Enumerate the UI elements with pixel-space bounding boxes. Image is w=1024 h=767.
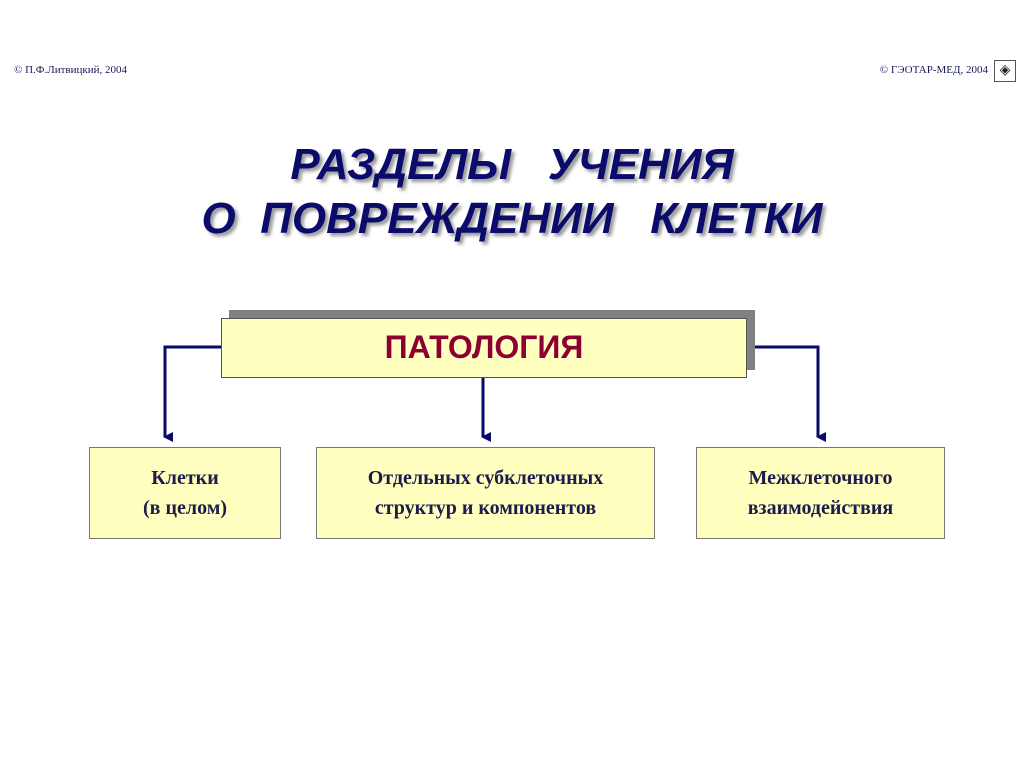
root-box: ПАТОЛОГИЯ bbox=[221, 318, 747, 378]
child-box-line2: взаимодействия bbox=[747, 497, 894, 519]
child-box-line2: структур и компонентов bbox=[374, 497, 597, 519]
child-box-line1: Отдельных субклеточных bbox=[367, 467, 604, 489]
child-box-line1: Клетки bbox=[151, 467, 219, 489]
copyright-left: © П.Ф.Литвицкий, 2004 bbox=[14, 64, 127, 76]
child-box-cell: Клетки (в целом) bbox=[89, 447, 281, 539]
slide-title-line1: РАЗДЕЛЫ УЧЕНИЯ bbox=[290, 140, 734, 189]
child-box-subcellular: Отдельных субклеточных структур и компон… bbox=[316, 447, 655, 539]
slide-title-line2: О ПОВРЕЖДЕНИИ КЛЕТКИ bbox=[201, 194, 823, 243]
child-box-line1: Межклеточного bbox=[748, 467, 893, 489]
connector-right bbox=[755, 345, 826, 442]
connector-left bbox=[163, 345, 221, 442]
child-box-intercellular: Межклеточного взаимодействия bbox=[696, 447, 945, 539]
child-box-line2: (в целом) bbox=[143, 497, 227, 519]
publisher-logo-icon: ◈ bbox=[994, 60, 1016, 82]
copyright-right: © ГЭОТАР-МЕД, 2004 bbox=[879, 64, 988, 76]
